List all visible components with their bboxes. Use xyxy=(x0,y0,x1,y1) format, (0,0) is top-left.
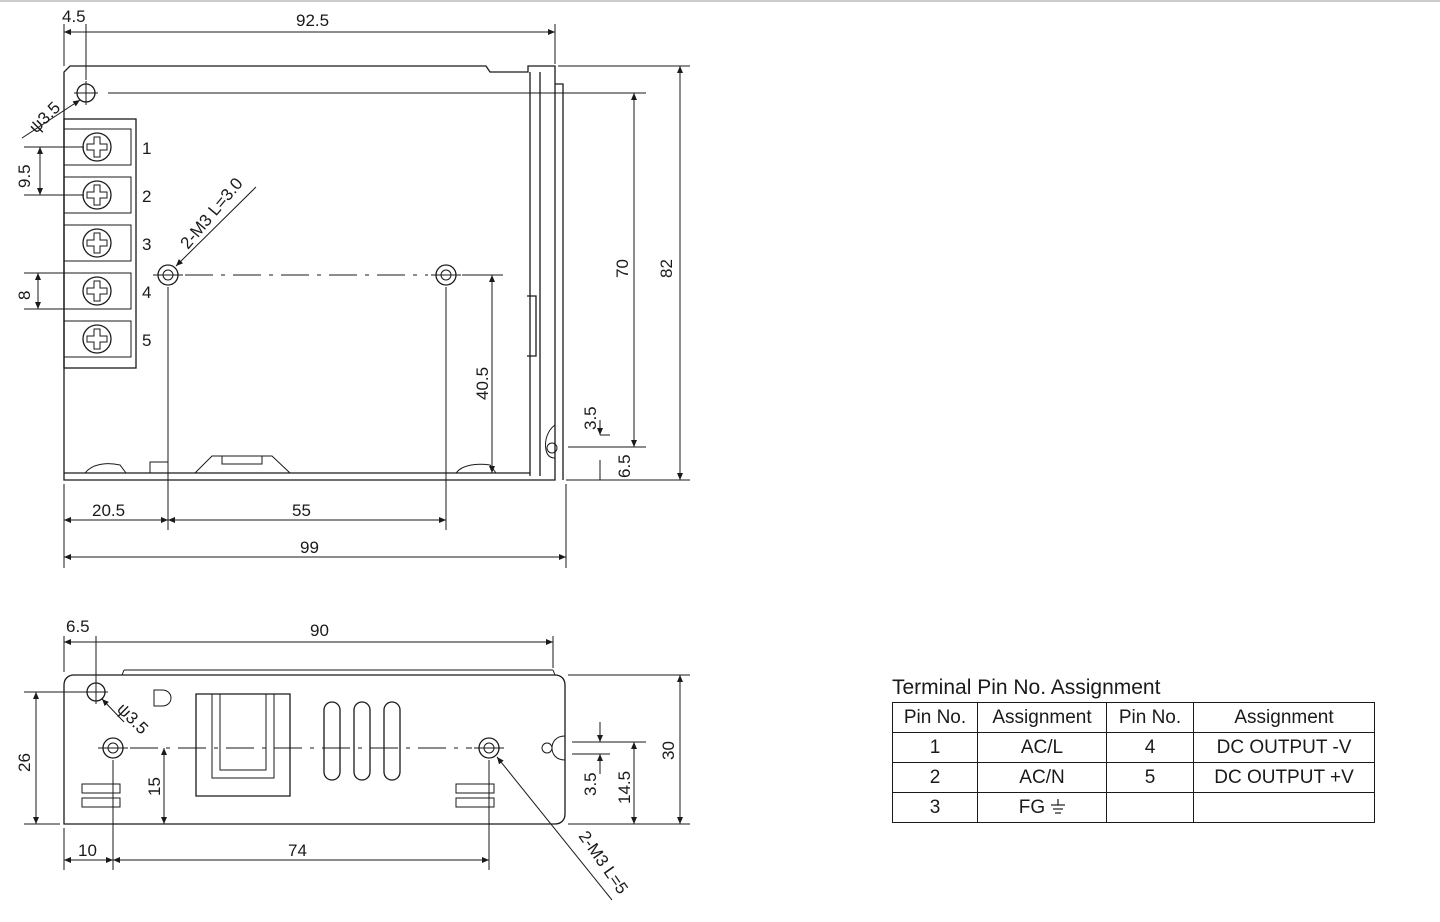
dim-label: ψ3.5 xyxy=(25,98,64,137)
terminal-label: 1 xyxy=(142,139,151,158)
terminal-label: 2 xyxy=(142,187,151,206)
dim-label: 6.5 xyxy=(615,454,634,478)
terminal-label: 3 xyxy=(142,235,151,254)
column-header: Pin No. xyxy=(1106,702,1194,733)
screw-spec-label: 2-M3 L=3.0 xyxy=(177,174,247,252)
mount-hole-icon xyxy=(474,737,504,759)
pin-assignment-table: Pin No. Assignment Pin No. Assignment 1 … xyxy=(892,702,1375,823)
ground-icon xyxy=(1051,799,1066,815)
terminal-screw-icon xyxy=(82,276,112,306)
dim-label: 74 xyxy=(288,841,307,860)
top-view: 1 2 3 4 5 4.5 92.5 xyxy=(15,7,690,568)
mount-hole-icon xyxy=(98,737,128,759)
mount-hole-icon xyxy=(74,81,98,105)
dim-label: 30 xyxy=(659,741,678,760)
table-cell: DC OUTPUT +V xyxy=(1193,762,1375,793)
terminal-screw-icon xyxy=(82,180,112,210)
table-cell: 1 xyxy=(892,732,978,763)
dim-label: 4.5 xyxy=(62,7,86,26)
dim-label: 10 xyxy=(78,841,97,860)
table-cell: 2 xyxy=(892,762,978,793)
table-cell: 5 xyxy=(1106,762,1194,793)
dim-label: 70 xyxy=(613,259,632,278)
dim-label: 3.5 xyxy=(581,772,600,796)
dim-label: 9.5 xyxy=(15,164,34,188)
terminal-screw-icon xyxy=(82,324,112,354)
dim-label: 15 xyxy=(145,777,164,796)
mount-hole-icon xyxy=(153,264,183,286)
table-cell: AC/N xyxy=(977,762,1107,793)
terminal-pin-table: Terminal Pin No. Assignment Pin No. Assi… xyxy=(892,676,1375,823)
table-cell: AC/L xyxy=(977,732,1107,763)
dim-label: 8 xyxy=(15,291,34,300)
dim-label: 90 xyxy=(310,621,329,640)
dim-label: 20.5 xyxy=(92,501,125,520)
screw-spec-label: 2-M3 L=5 xyxy=(575,827,632,897)
table-cell-text: FG xyxy=(1018,796,1046,818)
table-row: 1 AC/L 4 DC OUTPUT -V xyxy=(892,732,1375,763)
dim-label: 99 xyxy=(300,538,319,557)
column-header: Assignment xyxy=(1193,702,1375,733)
dim-label: 92.5 xyxy=(296,11,329,30)
dim-label: ψ3.5 xyxy=(113,699,152,738)
dim-label: 26 xyxy=(15,753,34,772)
terminal-label: 5 xyxy=(142,331,151,350)
table-cell: 3 xyxy=(892,792,978,823)
dim-label: 82 xyxy=(657,259,676,278)
dim-label: 3.5 xyxy=(581,406,600,430)
table-cell xyxy=(1106,792,1194,823)
terminal-label: 4 xyxy=(142,283,151,302)
mount-hole-icon xyxy=(431,264,461,286)
terminal-block xyxy=(63,118,137,369)
dim-label: 14.5 xyxy=(615,771,634,804)
side-view: 6.5 90 ψ3.5 26 15 3.5 14.5 30 10 74 2-M3… xyxy=(15,617,690,901)
dim-label: 6.5 xyxy=(66,617,90,636)
terminal-screw-icon xyxy=(82,132,112,162)
terminal-screw-icon xyxy=(82,228,112,258)
table-header-row: Pin No. Assignment Pin No. Assignment xyxy=(892,702,1375,733)
dim-label: 55 xyxy=(292,501,311,520)
dim-label: 40.5 xyxy=(473,367,492,400)
table-cell: 4 xyxy=(1106,732,1194,763)
table-title: Terminal Pin No. Assignment xyxy=(892,676,1161,699)
mount-hole-icon xyxy=(84,680,108,704)
table-cell: DC OUTPUT -V xyxy=(1193,732,1375,763)
table-cell-fg: FG xyxy=(977,792,1107,823)
table-row: 3 FG xyxy=(892,792,1375,823)
column-header: Assignment xyxy=(977,702,1107,733)
column-header: Pin No. xyxy=(892,702,978,733)
table-row: 2 AC/N 5 DC OUTPUT +V xyxy=(892,762,1375,793)
table-cell xyxy=(1193,792,1375,823)
